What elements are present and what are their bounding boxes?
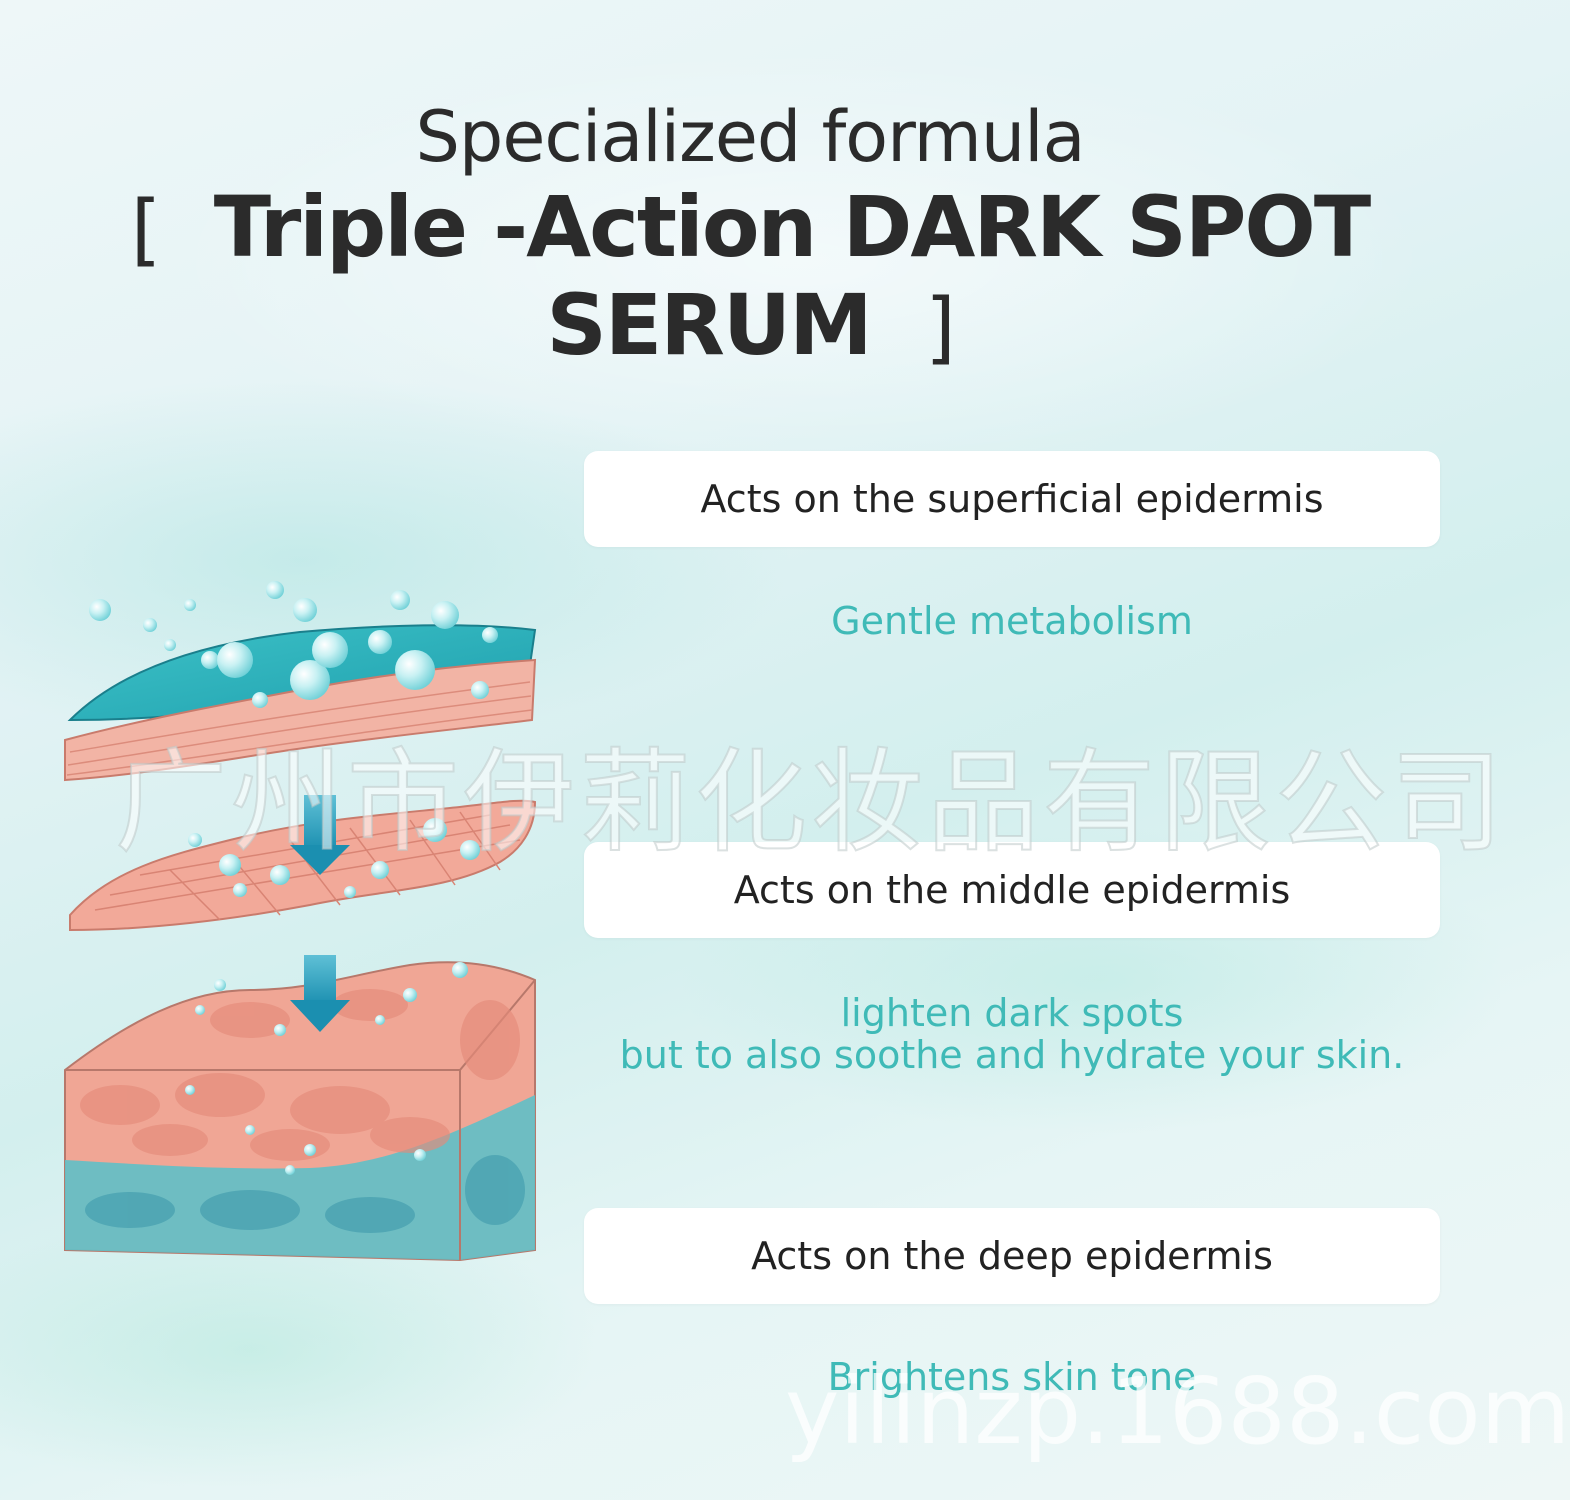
benefit-superficial: Gentle metabolism [584, 600, 1440, 642]
penetration-arrow-2 [290, 955, 350, 1032]
benefit-superficial-line-1: Gentle metabolism [831, 599, 1193, 643]
penetration-arrow-1 [290, 795, 350, 875]
layer-label-superficial: Acts on the superficial epidermis [584, 451, 1440, 547]
benefit-middle-line-2: but to also soothe and hydrate your skin… [619, 1033, 1405, 1077]
serum-bubbles [89, 581, 498, 1175]
skin-layers-illustration [64, 581, 537, 1262]
product-name: Triple -Action DARK SPOT SERUM [213, 178, 1371, 374]
layer-label-deep: Acts on the deep epidermis [584, 1208, 1440, 1304]
title-line-1: Specialized formula [415, 96, 1085, 178]
bracket-open: [ [130, 185, 161, 275]
url-watermark: yilinzp.1688.com [785, 1358, 1570, 1465]
bracket-close: ] [925, 283, 955, 373]
benefit-deep: Brightens skin tone [584, 1356, 1440, 1398]
deep-layer [64, 961, 536, 1262]
benefit-middle: lighten dark spots but to also soothe an… [584, 992, 1440, 1076]
benefit-middle-line-1: lighten dark spots [840, 991, 1184, 1035]
layer-label-middle: Acts on the middle epidermis [584, 842, 1440, 938]
title-line-2: [ Triple -Action DARK SPOT SERUM ] [0, 178, 1500, 374]
company-watermark: 广州市伊莉化妆品有限公司 [114, 737, 1507, 869]
benefit-deep-line-1: Brightens skin tone [827, 1355, 1197, 1399]
